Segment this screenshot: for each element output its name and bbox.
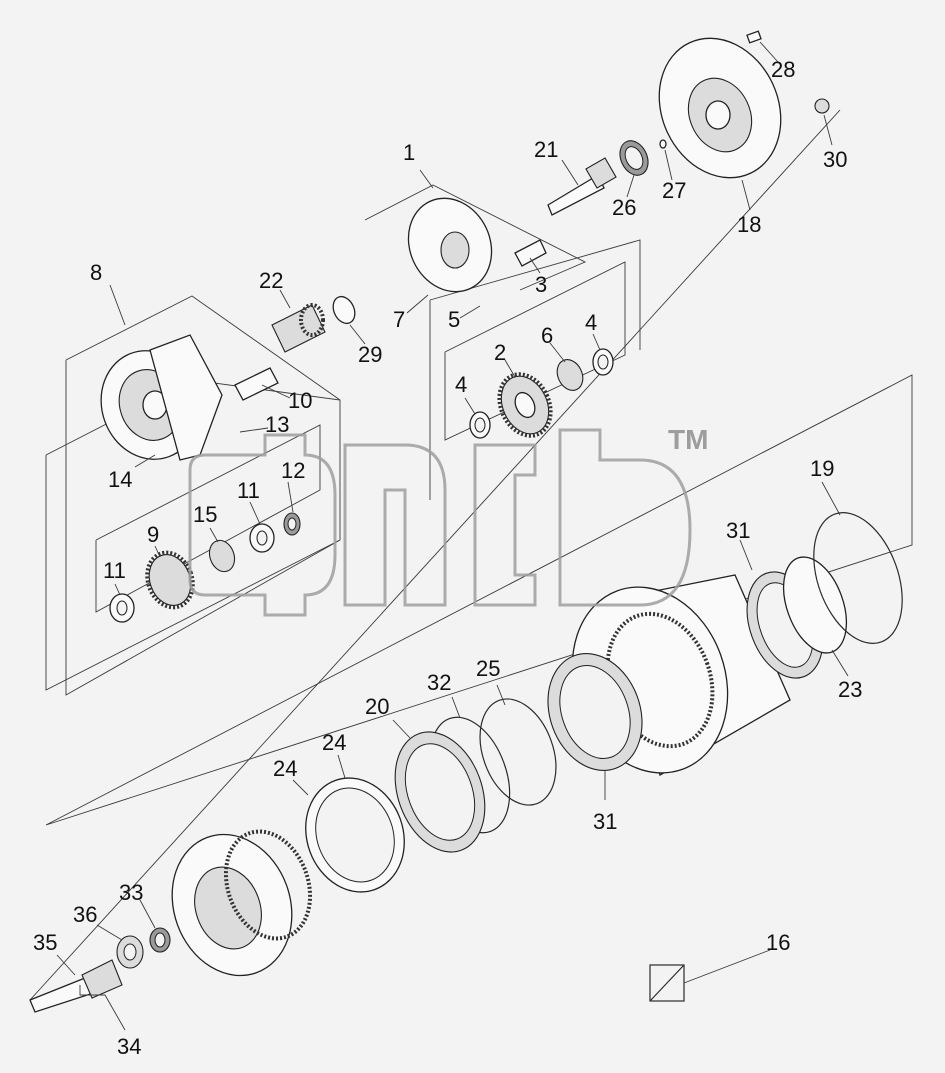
part-21-shaft: [547, 157, 617, 216]
callout-30: 30: [823, 147, 847, 172]
part-7-carrier: [407, 197, 493, 293]
part-16-symbol: [649, 949, 771, 1002]
callout-33: 33: [119, 880, 143, 905]
callout-2: 2: [494, 340, 506, 365]
callout-13: 13: [265, 412, 289, 437]
callout-15: 15: [193, 502, 217, 527]
part-18-cover: [658, 37, 782, 179]
callout-32: 32: [427, 670, 451, 695]
callout-11-right: 11: [237, 478, 260, 503]
callout-27: 27: [662, 178, 686, 203]
part-11-washer-right: [249, 523, 275, 553]
callout-19: 19: [810, 456, 834, 481]
callout-14: 14: [108, 467, 132, 492]
part-12-ring: [283, 512, 301, 536]
part-14-carrier: [100, 334, 223, 461]
part-35-output-shaft: [29, 959, 123, 1013]
callout-23: 23: [838, 677, 862, 702]
part-26-seal: [619, 140, 649, 176]
callout-24-left: 24: [273, 756, 297, 781]
callout-5: 5: [448, 307, 460, 332]
callout-28: 28: [771, 57, 795, 82]
part-4-washer-lower: [469, 411, 491, 439]
callout-11-left: 11: [103, 558, 126, 583]
part-11-washer-left: [109, 593, 135, 623]
callout-20: 20: [365, 694, 389, 719]
part-24-seal-inner: [305, 777, 405, 893]
part-2-gear: [497, 372, 553, 438]
callout-29: 29: [358, 342, 382, 367]
callout-35: 35: [33, 930, 57, 955]
part-3-pin: [514, 239, 547, 267]
callout-9: 9: [147, 522, 159, 547]
leader-lines: [56, 41, 849, 1031]
part-27-pin: [659, 139, 667, 149]
callout-7: 7: [393, 307, 405, 332]
callout-4-upper: 4: [585, 310, 597, 335]
callout-26: 26: [612, 195, 636, 220]
part-6-bearing: [556, 359, 584, 391]
part-spindle-housing: [171, 829, 313, 977]
assembly-axis: [29, 109, 841, 1001]
callout-16: 16: [766, 930, 790, 955]
callout-4-lower: 4: [455, 372, 467, 397]
callout-labels: 1 2 3 4 4 5 6 7 8 9 10 11 11 12 13 14 15…: [33, 57, 862, 1059]
part-29-ring: [332, 295, 356, 325]
watermark-tm: TM: [668, 424, 708, 455]
part-20-seal: [394, 731, 486, 853]
callout-3: 3: [535, 272, 547, 297]
callout-12: 12: [281, 458, 305, 483]
watermark-logo: TM: [188, 424, 708, 617]
callout-25: 25: [476, 656, 500, 681]
part-22-sun-gear: [271, 303, 326, 353]
part-4-washer-upper: [592, 348, 614, 376]
callout-18: 18: [737, 212, 761, 237]
callout-34: 34: [117, 1034, 141, 1059]
part-33-seal: [149, 927, 171, 953]
part-23-ring: [782, 556, 848, 654]
callout-36: 36: [73, 902, 97, 927]
part-28-bolt: [746, 30, 762, 44]
part-31-bearing-lower: [547, 653, 643, 771]
part-30-plug: [814, 98, 830, 114]
callout-22: 22: [259, 268, 283, 293]
part-19-oring: [813, 512, 903, 644]
callout-1: 1: [403, 140, 415, 165]
part-36-bearing: [116, 935, 144, 969]
callout-21: 21: [534, 137, 558, 162]
callout-31-lower: 31: [593, 809, 617, 834]
part-25-oring: [479, 698, 557, 806]
callout-8: 8: [90, 260, 102, 285]
callout-10: 10: [288, 388, 312, 413]
callout-6: 6: [541, 323, 553, 348]
callout-24-right: 24: [322, 730, 346, 755]
callout-31-upper: 31: [726, 518, 750, 543]
part-10-pin: [234, 367, 279, 401]
group-frames: [45, 184, 913, 826]
part-15-bearing: [208, 539, 236, 573]
